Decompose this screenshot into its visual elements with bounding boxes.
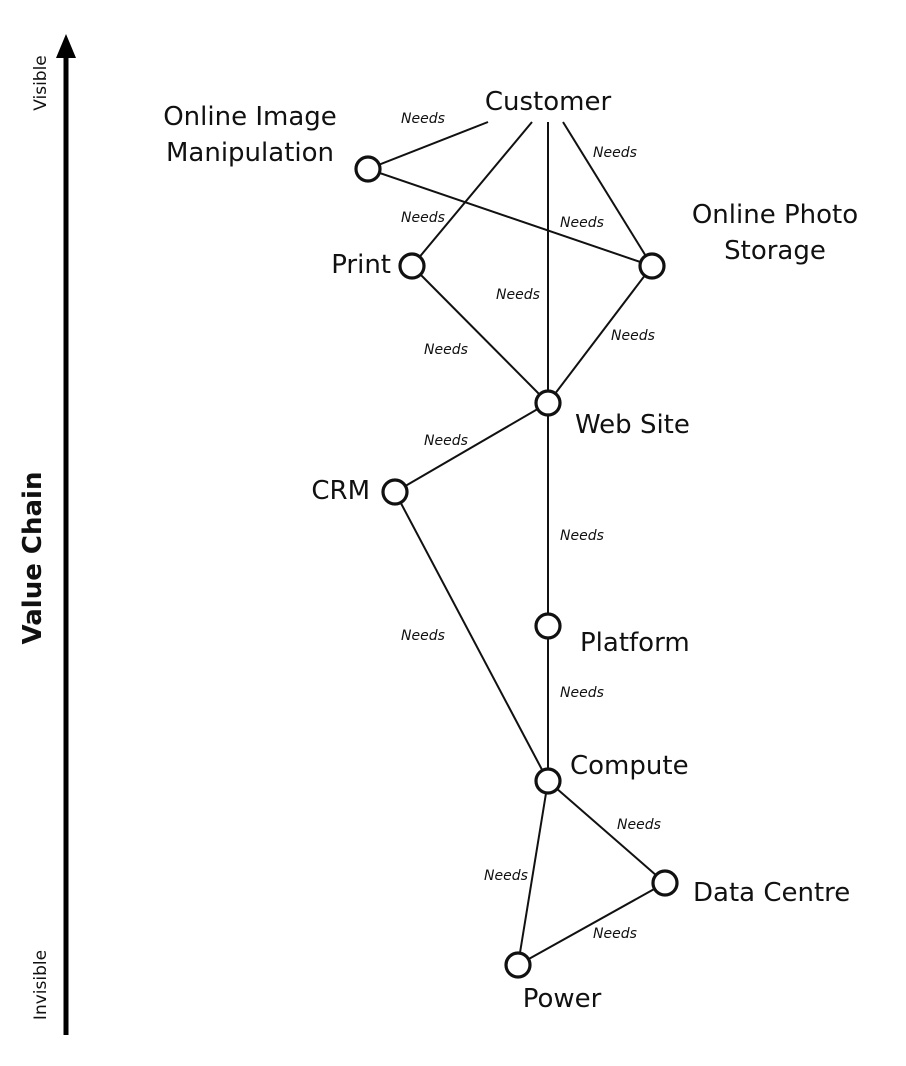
edge-label-crm-to-compute: Needs: [401, 628, 445, 644]
axis-arrow-head: [56, 34, 76, 58]
edge-crm-to-compute: [394, 491, 549, 782]
edge-customer-to-image: [367, 121, 489, 170]
node-print: [398, 252, 426, 280]
node-compute: [534, 767, 562, 795]
edge-website-to-crm: [394, 402, 549, 493]
edge-label-storage-to-website: Needs: [611, 328, 655, 344]
edge-label-customer-to-website: Needs: [496, 287, 540, 303]
edge-customer-to-print: [411, 121, 533, 267]
edge-label-compute-to-power: Needs: [484, 868, 528, 884]
axis-top-label: Visible: [31, 55, 51, 111]
node-label-website: Web Site: [575, 410, 690, 440]
node-website: [534, 389, 562, 417]
edge-label-datacentre-to-power: Needs: [593, 926, 637, 942]
nodes: [354, 155, 679, 979]
edge-customer-to-storage: [562, 121, 653, 267]
edge-print-to-website: [411, 265, 549, 404]
edges: [367, 121, 666, 966]
edge-storage-to-website: [547, 265, 653, 404]
node-storage: [638, 252, 666, 280]
node-label-print: Print: [331, 250, 391, 280]
node-power: [504, 951, 532, 979]
edge-compute-to-datacentre: [547, 780, 666, 884]
edge-labels: NeedsNeedsNeedsNeedsNeedsNeedsNeedsNeeds…: [401, 111, 661, 942]
axis-bottom-label: Invisible: [31, 950, 51, 1020]
node-label-datacentre: Data Centre: [693, 878, 850, 908]
node-label-compute: Compute: [570, 751, 689, 781]
edge-label-print-to-website: Needs: [424, 342, 468, 358]
edge-compute-to-power: [517, 780, 549, 966]
edge-label-website-to-platform: Needs: [560, 528, 604, 544]
node-label-customer: Customer: [485, 87, 612, 117]
edge-image-to-storage: [367, 168, 653, 267]
node-label-platform: Platform: [580, 628, 690, 658]
edge-datacentre-to-power: [517, 882, 666, 966]
axis-title: Value Chain: [18, 472, 48, 645]
value-chain-axis: Visible Value Chain Invisible: [18, 34, 76, 1035]
node-platform: [534, 612, 562, 640]
edge-label-compute-to-datacentre: Needs: [617, 817, 661, 833]
node-crm: [381, 478, 409, 506]
edge-label-customer-to-print: Needs: [401, 210, 445, 226]
node-label-power: Power: [523, 984, 602, 1014]
edge-label-platform-to-compute: Needs: [560, 685, 604, 701]
edge-label-customer-to-storage: Needs: [593, 145, 637, 161]
node-datacentre: [651, 869, 679, 897]
edge-label-website-to-crm: Needs: [424, 433, 468, 449]
node-image: [354, 155, 382, 183]
edge-label-image-to-storage: Needs: [560, 215, 604, 231]
edge-label-customer-to-image: Needs: [401, 111, 445, 127]
node-label-crm: CRM: [311, 476, 370, 506]
